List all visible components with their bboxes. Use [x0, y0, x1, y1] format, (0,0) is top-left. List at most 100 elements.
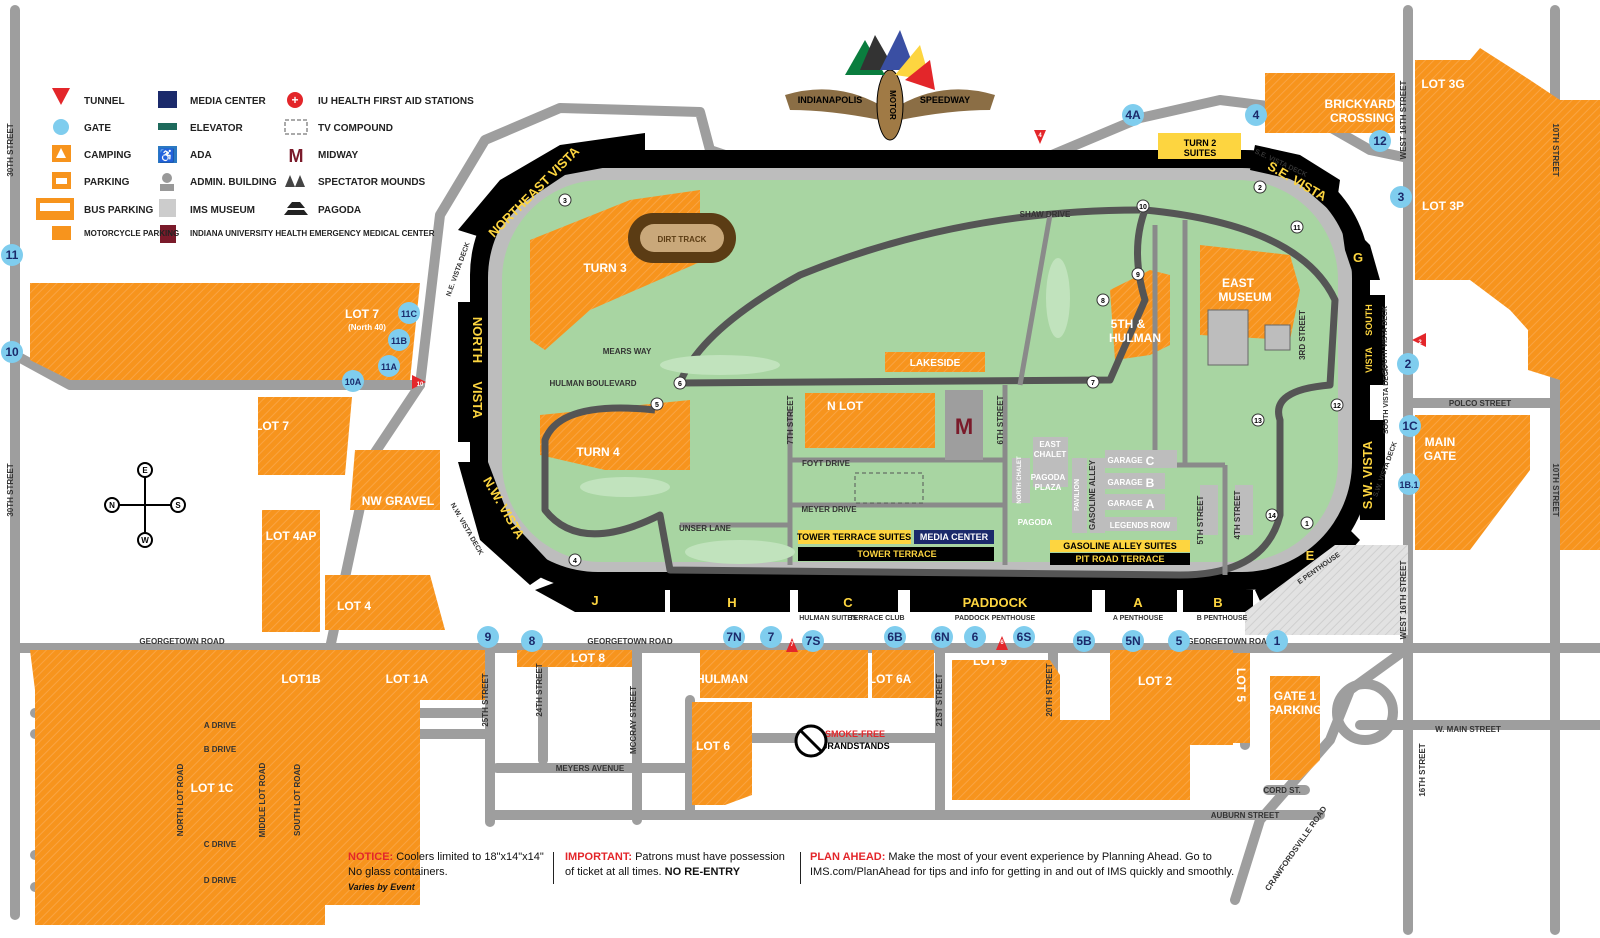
gate-circle	[1013, 626, 1035, 648]
deck-south-2: SOUTH VISTA DECK	[1383, 366, 1390, 434]
legend-elevator: ELEVATOR	[190, 123, 244, 134]
street-georgetown-2: GEORGETOWN ROAD	[587, 637, 672, 646]
gate-label: 11A	[381, 362, 398, 372]
street-mears: MEARS WAY	[603, 347, 652, 356]
turn-marker-2: 2	[1253, 180, 1267, 194]
svg-text:+: +	[291, 93, 298, 107]
gate-8: 8	[521, 630, 543, 652]
compass-e: E	[142, 466, 148, 475]
emergency-icon	[160, 225, 176, 243]
lot-east-museum-1: EAST	[1222, 276, 1255, 290]
lot-1b: LOT1B	[281, 672, 321, 686]
deck-area	[1245, 545, 1408, 635]
street-20th: 20TH STREET	[1045, 663, 1054, 716]
gate-label: 6	[972, 630, 979, 644]
gate-7N: 7N	[723, 626, 745, 648]
gate-1C: 1C	[1399, 415, 1421, 437]
gate-label: 6N	[934, 630, 949, 644]
tunnel-label: 6	[1000, 640, 1004, 646]
gate-label: 11C	[401, 309, 418, 319]
street-21st: 21ST STREET	[935, 673, 944, 726]
east-chalet-2: CHALET	[1034, 450, 1067, 459]
lot-brickyard: BRICKYARD	[1325, 97, 1396, 111]
gate-label: 7S	[806, 634, 821, 648]
street-10th-a: 10TH STREET	[1551, 123, 1560, 176]
legends-row: LEGENDS ROW	[1110, 521, 1171, 530]
gate-circle	[1399, 415, 1421, 437]
turn-circle	[568, 553, 582, 567]
gate-circle	[964, 626, 986, 648]
pagoda-plaza-1: PAGODA	[1031, 473, 1066, 482]
lot-2: LOT 2	[1138, 674, 1172, 688]
gate-label: 1B.1	[1399, 480, 1418, 490]
street-mccray: MCCRAY STREET	[629, 686, 638, 754]
legend-ada: ADA	[190, 150, 212, 161]
gate-6N: 6N	[931, 626, 953, 648]
gate-label: 11	[6, 248, 19, 262]
gate-label: 10	[5, 345, 19, 359]
turn-marker-14: 14	[1265, 508, 1279, 522]
notice-text: Coolers limited to 18"x14"x14"	[393, 851, 544, 863]
east-chalet-1: EAST	[1039, 440, 1060, 449]
gate-11C: 11C	[398, 302, 420, 324]
turn-label: 4	[573, 558, 577, 565]
smoke-free-1: SMOKE-FREE	[825, 729, 885, 739]
plan-line2: IMS.com/PlanAhead for tips and info for …	[810, 866, 1235, 878]
turn-marker-1: 1	[1300, 516, 1314, 530]
gate-icon	[53, 119, 69, 135]
tunnel-4: 4	[1034, 130, 1046, 144]
gate-9: 9	[477, 626, 499, 648]
tunnel-marker	[1412, 333, 1426, 347]
turn-label: 11	[1293, 225, 1301, 232]
street-georgetown-3: GEORGETOWN ROAD	[1187, 637, 1272, 646]
gate-5B: 5B	[1073, 630, 1095, 652]
turn-circle	[1265, 508, 1279, 522]
lot-hulman: HULMAN	[696, 672, 748, 686]
gate-label: 6B	[887, 630, 903, 644]
legend-icons: ♿ + M	[36, 88, 308, 243]
stand-south-1: SOUTH	[1364, 304, 1374, 336]
gate-label: 5N	[1125, 634, 1140, 648]
gate-circle	[723, 626, 745, 648]
logo-line2: MOTOR	[888, 90, 897, 120]
turn-marker-5: 5	[650, 397, 664, 411]
street-unser: UNSER LANE	[679, 524, 732, 533]
ims-logo	[785, 30, 995, 141]
stand-sw-vista: S.W. VISTA	[1360, 440, 1375, 509]
compass-s: S	[175, 501, 181, 510]
lot-1a: LOT 1A	[386, 672, 429, 686]
lot-4ap: LOT 4AP	[266, 529, 317, 543]
turn-marker-10: 10	[1136, 199, 1150, 213]
gate-label: 4	[1253, 108, 1260, 122]
street-5th: 5TH STREET	[1196, 495, 1205, 544]
garage-a: GARAGE	[1107, 499, 1143, 508]
tunnel-marker	[786, 638, 798, 652]
gate-11A: 11A	[378, 355, 400, 377]
pagoda-icon	[284, 202, 308, 215]
turn-label: 12	[1333, 403, 1341, 410]
motorcycle-icon	[52, 226, 71, 240]
media-center: MEDIA CENTER	[920, 532, 989, 542]
terrace-club: TERRACE CLUB	[849, 615, 904, 622]
turn-marker-7: 7	[1086, 375, 1100, 389]
turn-label: 9	[1136, 272, 1140, 279]
street-24th: 24TH STREET	[535, 663, 544, 716]
street-d-drive: D DRIVE	[204, 876, 237, 885]
gate-11B: 11B	[388, 329, 410, 351]
gate-label: 12	[1373, 134, 1387, 148]
street-30th-b: 30TH STREET	[6, 463, 15, 516]
gate-label: 5B	[1076, 634, 1092, 648]
track	[470, 150, 1370, 590]
legend-tv: TV COMPOUND	[318, 123, 393, 134]
lot-nw-gravel: NW GRAVEL	[362, 494, 434, 508]
tunnel-marker	[1034, 130, 1046, 144]
street-main: W. MAIN STREET	[1435, 725, 1501, 734]
legend-admin: ADMIN. BUILDING	[190, 177, 277, 188]
important-bold: NO RE-ENTRY	[664, 866, 741, 878]
tunnel-7: 7	[786, 638, 798, 652]
stand-j: J	[591, 593, 598, 608]
stand-c: C	[843, 595, 853, 610]
compass-n: N	[109, 501, 115, 510]
turn-label: 7	[1091, 380, 1095, 387]
